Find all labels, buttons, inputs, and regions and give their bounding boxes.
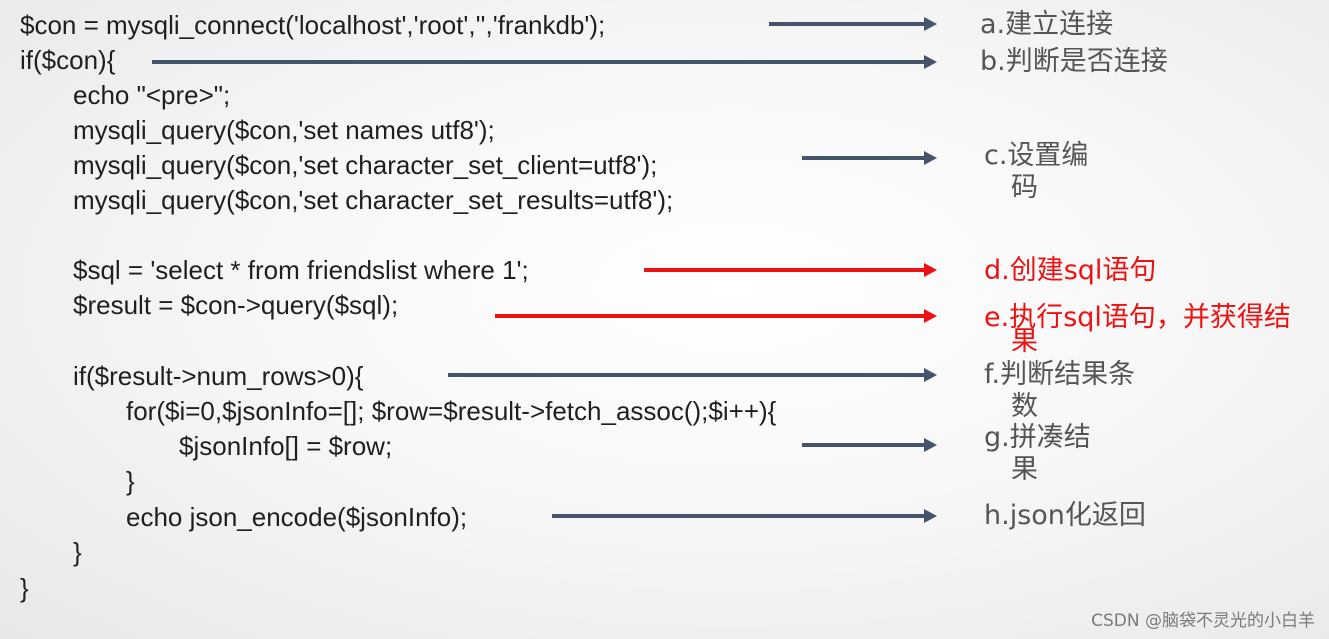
code-line-sql: $sql = 'select * from friendslist where …: [73, 255, 529, 285]
note-h-json-return: h.json化返回: [984, 500, 1146, 531]
arrow-h: [552, 509, 937, 523]
note-e-line2: 果: [1011, 326, 1038, 357]
code-line-close-if-result: }: [73, 537, 82, 567]
code-line-set-client: mysqli_query($con,'set character_set_cli…: [73, 150, 658, 180]
arrow-b: [152, 55, 937, 69]
code-line-set-results: mysqli_query($con,'set character_set_res…: [73, 185, 674, 215]
code-line-close-if-con: }: [20, 573, 29, 603]
code-line-result: $result = $con->query($sql);: [73, 290, 399, 320]
note-g-line1: g.拼凑结: [984, 422, 1091, 453]
code-line-close-for: }: [126, 466, 135, 496]
arrow-f: [448, 368, 937, 382]
arrow-g: [802, 438, 937, 452]
note-a-establish-connection: a.建立连接: [980, 9, 1114, 40]
note-c-line1: c.设置编: [984, 140, 1089, 171]
note-e-line1: e.执行sql语句，并获得结: [984, 302, 1291, 333]
note-f-check-rows: f.判断结果条 数: [984, 359, 1314, 423]
note-e-execute-sql: e.执行sql语句，并获得结 果: [984, 302, 1314, 358]
arrow-d: [644, 263, 937, 277]
code-line-echo-json: echo json_encode($jsonInfo);: [126, 502, 468, 532]
code-line-for-loop: for($i=0,$jsonInfo=[]; $row=$result->fet…: [126, 396, 777, 426]
note-g-assemble-result: g.拼凑结 果: [984, 422, 1314, 486]
code-line-connect: $con = mysqli_connect('localhost','root'…: [20, 10, 606, 40]
code-line-if-con: if($con){: [20, 45, 116, 75]
code-line-echo-pre: echo "<pre>";: [73, 80, 231, 110]
note-f-line1: f.判断结果条: [984, 359, 1136, 390]
arrow-c: [802, 151, 937, 165]
note-g-line2: 果: [1011, 454, 1038, 485]
code-line-if-num-rows: if($result->num_rows>0){: [73, 361, 364, 391]
arrow-a: [769, 17, 937, 31]
note-f-line2: 数: [1011, 391, 1038, 422]
code-line-json-info: $jsonInfo[] = $row;: [179, 431, 393, 461]
arrow-e: [495, 309, 937, 323]
watermark: CSDN @脑袋不灵光的小白羊: [1091, 611, 1315, 631]
note-d-create-sql: d.创建sql语句: [984, 255, 1157, 286]
note-c-set-encoding: c.设置编 码: [984, 140, 1314, 204]
note-b-check-connection: b.判断是否连接: [980, 46, 1168, 77]
note-c-line2: 码: [1011, 172, 1038, 203]
code-line-set-names: mysqli_query($con,'set names utf8');: [73, 115, 495, 145]
